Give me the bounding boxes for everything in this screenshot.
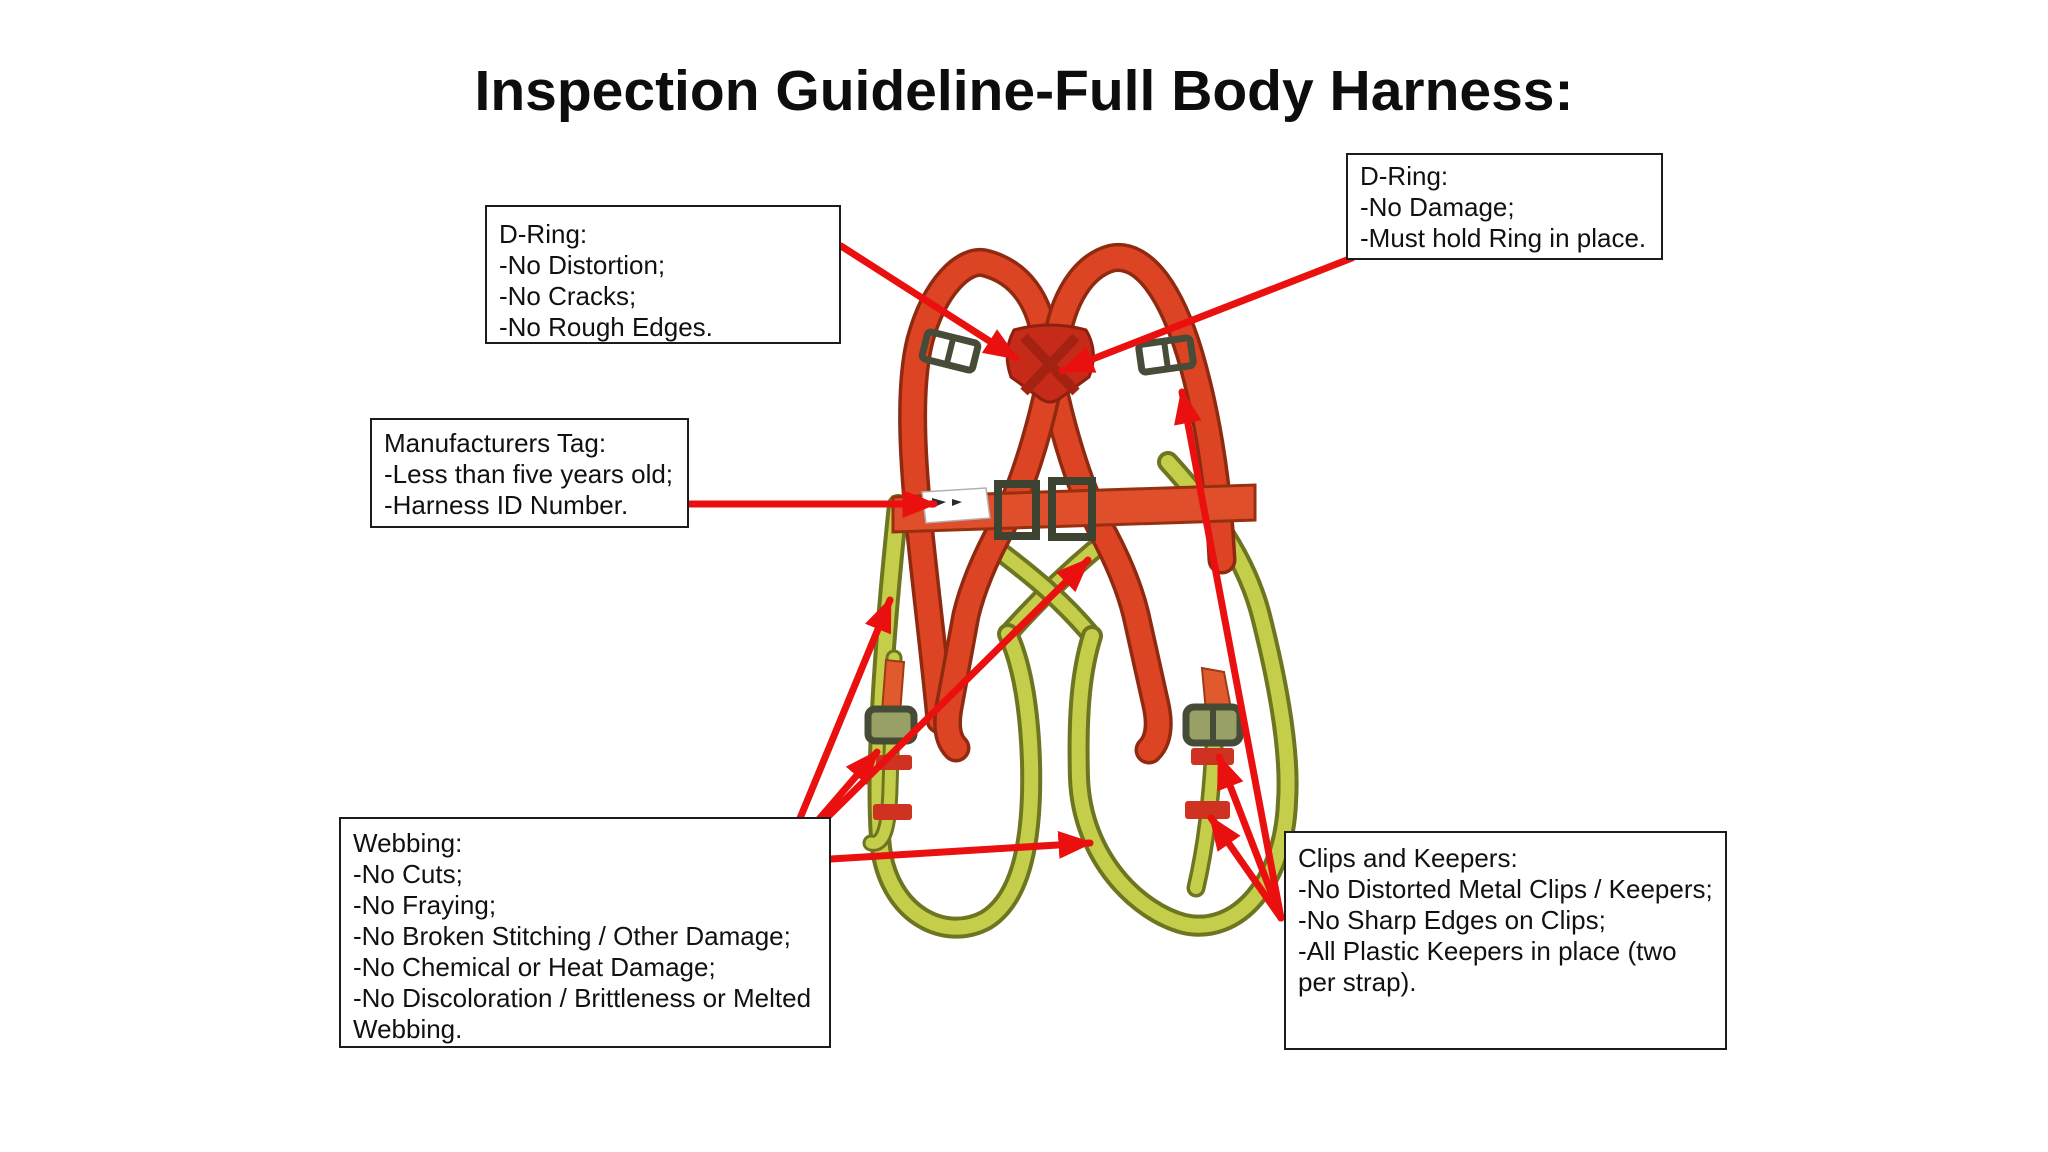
callout-dring-right: D-Ring: -No Damage; -Must hold Ring in p…: [1346, 153, 1663, 260]
callout-dring-left: D-Ring: -No Distortion; -No Cracks; -No …: [485, 205, 841, 344]
callout-line: -Less than five years old;: [384, 459, 674, 489]
shoulder-adjuster-right: [1135, 334, 1197, 376]
callout-line: Manufacturers Tag:: [384, 428, 607, 458]
shoulder-straps: [898, 243, 1237, 765]
callout-line: per strap).: [1298, 967, 1417, 997]
arrow-clips-to-upper-keeper: [1215, 753, 1285, 922]
callout-line: -No Distorted Metal Clips / Keepers;: [1298, 874, 1713, 904]
callout-line: -Must hold Ring in place.: [1360, 223, 1647, 253]
metal-clip-left: [864, 705, 918, 745]
arrow-clips-to-lower-keeper: [1207, 814, 1285, 922]
clips-and-keepers: [864, 658, 1244, 820]
callout-line: -No Rough Edges.: [499, 312, 713, 342]
callout-line: -No Cuts;: [353, 859, 463, 889]
callout-line: -No Discoloration / Brittleness or Melte…: [353, 983, 812, 1013]
chest-pad: [1005, 323, 1095, 404]
callout-line: -No Broken Stitching / Other Damage;: [353, 921, 791, 951]
belt-buckle-left: [994, 480, 1040, 540]
callout-line: D-Ring:: [1360, 161, 1449, 191]
arrow-webbing-to-right-strap: [778, 556, 1092, 866]
arrow-clips-to-shoulder: [1174, 388, 1285, 922]
arrow-dring-left-to-chest: [837, 242, 1020, 362]
belt-buckle-right: [1048, 477, 1096, 541]
keeper-left-lower: [873, 804, 912, 820]
callout-line: -No Damage;: [1360, 192, 1515, 222]
callout-webbing: Webbing: -No Cuts; -No Fraying; -No Brok…: [339, 817, 831, 1048]
callout-line: -No Distortion;: [499, 250, 666, 280]
callout-line: Clips and Keepers:: [1298, 843, 1518, 873]
callout-manufacturers-tag: Manufacturers Tag: -Less than five years…: [370, 418, 689, 528]
page-title: Inspection Guideline-Full Body Harness:: [474, 59, 1574, 123]
callout-line: D-Ring:: [499, 219, 588, 249]
waist-belt: [891, 477, 1257, 541]
callout-line: Webbing:: [353, 828, 463, 858]
callout-line: -No Sharp Edges on Clips;: [1298, 905, 1606, 935]
callout-line: -No Cracks;: [499, 281, 637, 311]
callout-line: -No Chemical or Heat Damage;: [353, 952, 716, 982]
arrow-webbing-to-right-leg: [778, 830, 1094, 866]
callout-line: Webbing.: [353, 1014, 463, 1044]
callout-clips-keepers: Clips and Keepers: -No Distorted Metal C…: [1284, 831, 1727, 1050]
callout-line: -Harness ID Number.: [384, 490, 629, 520]
callout-line: -No Fraying;: [353, 890, 497, 920]
keeper-right-lower: [1185, 801, 1230, 819]
arrow-dring-right-to-chest: [1058, 254, 1356, 375]
shoulder-adjuster-left: [918, 328, 982, 374]
callout-line: -All Plastic Keepers in place (two: [1298, 936, 1677, 966]
keeper-right-upper: [1191, 748, 1234, 765]
